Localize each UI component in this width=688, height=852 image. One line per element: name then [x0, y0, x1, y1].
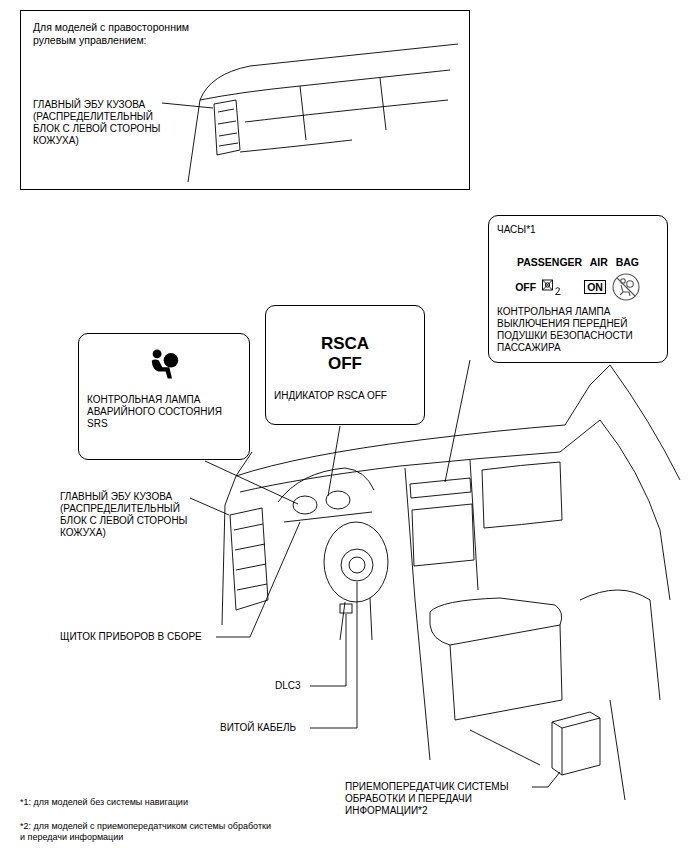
leader-line: [162, 103, 213, 108]
part-label: ВИТОЙ КАБЕЛЬ: [220, 722, 320, 734]
dash-outline: [200, 70, 450, 100]
symbol-holder: [148, 348, 180, 380]
airbag-off-symbol: [541, 278, 563, 296]
dash-outline: [240, 140, 352, 152]
callout-text: КОНТРОЛЬНАЯ ЛАМПА ВЫКЛЮЧЕНИЯ ПЕРЕДНЕЙ ПО…: [497, 306, 657, 354]
callout-box: КОНТРОЛЬНАЯ ЛАМПА АВАРИЙНОГО СОСТОЯНИЯ S…: [78, 333, 250, 460]
dash-outline: [236, 425, 565, 476]
console-outline: [430, 598, 562, 645]
console-outline: [415, 600, 430, 760]
inset-panel: Для моделей с правосторонним рулевым упр…: [20, 10, 470, 190]
indicator-box: ON: [584, 280, 606, 294]
pillar-outline: [560, 365, 610, 452]
footnote: *2: для моделей с приемопередатчиком сис…: [20, 821, 275, 843]
dash-outline: [245, 100, 448, 122]
glovebox-outline: [482, 462, 562, 528]
ecu-symbol: [214, 100, 240, 155]
dash-outline: [188, 44, 458, 182]
indicator-text: RSCA OFF: [309, 334, 381, 374]
dash-outline: [300, 78, 386, 140]
leader-line: [205, 461, 298, 504]
radio-outline: [412, 504, 474, 566]
indicator-text: PASSENGER AIR BAG: [498, 256, 658, 268]
leader-line: [328, 426, 340, 496]
gauge: [293, 496, 317, 514]
part-label: DLC3: [275, 680, 315, 692]
leader-line: [445, 360, 470, 482]
steering-wheel: [324, 522, 388, 602]
part-label: ПРИЕМОПЕРЕДАТЧИК СИСТЕМЫ ОБРАБОТКИ И ПЕР…: [345, 781, 535, 817]
column-outline: [340, 598, 372, 640]
console-outline: [450, 625, 562, 720]
leader-line: [216, 522, 300, 637]
symbol-holder: [541, 278, 563, 296]
callout-heading: ЧАСЫ*1: [497, 224, 617, 236]
callout-text: КОНТРОЛЬНАЯ ЛАМПА АВАРИЙНОГО СОСТОЯНИЯ S…: [87, 394, 227, 430]
indicator-text: OFF: [515, 281, 536, 293]
leader-line: [190, 498, 229, 515]
footnote: *1: для моделей без системы навигации: [20, 797, 320, 808]
part-label: ГЛАВНЫЙ ЭБУ КУЗОВА (РАСПРЕДЕЛИТЕЛЬНЫЙ БЛ…: [60, 491, 200, 539]
leader-line: [532, 772, 560, 787]
cluster-outline: [278, 468, 374, 522]
transceiver-symbol: [552, 712, 600, 775]
symbol-holder: [611, 272, 641, 302]
panel-heading: Для моделей с правосторонним рулевым упр…: [33, 21, 223, 47]
indicator-text: ON: [587, 281, 603, 293]
spiral-cable: [349, 557, 365, 573]
dash-outline: [222, 476, 236, 625]
dash-outline: [240, 452, 560, 492]
center-stack: [405, 460, 478, 600]
part-label: ЩИТОК ПРИБОРОВ В СБОРЕ: [60, 631, 230, 643]
ecu-symbol: [218, 109, 238, 146]
ecu-symbol: [234, 524, 267, 590]
seat-outline: [580, 590, 660, 700]
indicator-row: OFF ON: [515, 272, 641, 302]
callout-box: RSCA OFF ИНДИКАТОР RSCA OFF: [265, 305, 425, 425]
leader-line: [310, 614, 346, 686]
ecu-symbol: [230, 508, 268, 610]
dlc3-connector: [340, 604, 352, 613]
airbag-on-symbol: [611, 272, 641, 302]
nested-slot: ON: [584, 280, 606, 294]
srs-warning-symbol: [148, 348, 180, 380]
gauge: [326, 491, 350, 509]
door-outline: [600, 365, 680, 600]
callout-box: ЧАСЫ*1PASSENGER AIR BAG OFF ON КОНТРОЛЬНАЯ …: [488, 215, 668, 363]
leader-line: [310, 582, 357, 728]
callout-text: ИНДИКАТОР RSCA OFF: [274, 390, 414, 402]
spiral-cable: [341, 549, 373, 581]
part-label: ГЛАВНЫЙ ЭБУ КУЗОВА (РАСПРЕДЕЛИТЕЛЬНЫЙ БЛ…: [33, 99, 173, 147]
clock-outline: [410, 478, 471, 498]
